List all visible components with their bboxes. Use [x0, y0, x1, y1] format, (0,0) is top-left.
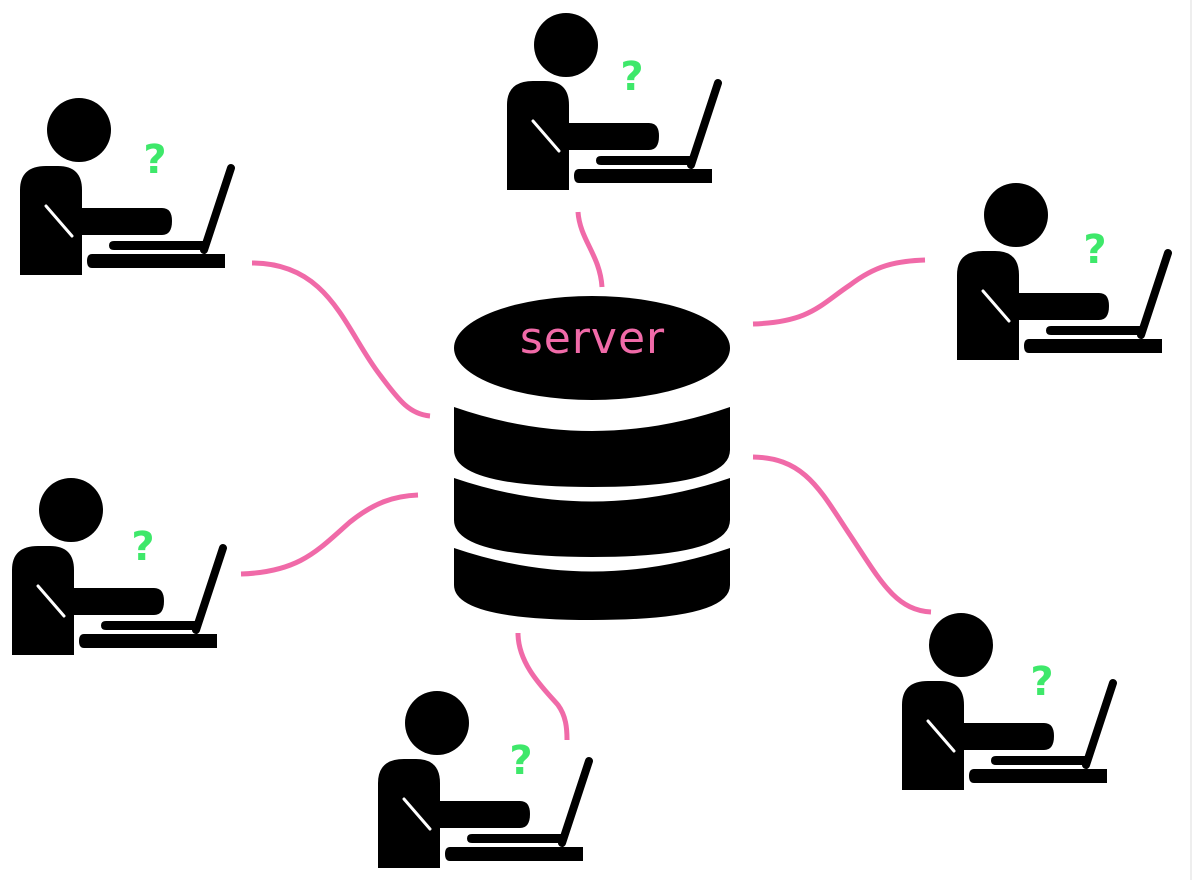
frame-edge: [1190, 0, 1192, 880]
question-mark-icon: ?: [509, 738, 533, 784]
client-bottom-right: ?: [892, 605, 1132, 805]
person-at-laptop-icon: [497, 5, 737, 205]
connector-bottom-center: [515, 632, 570, 741]
person-at-laptop-icon: [947, 175, 1187, 375]
client-right: ?: [947, 175, 1187, 375]
question-mark-icon: ?: [620, 54, 644, 100]
person-at-laptop-icon: [10, 90, 250, 290]
connector-top-left: [251, 260, 431, 419]
database-stack-icon: [454, 296, 730, 620]
question-mark-icon: ?: [143, 137, 167, 183]
person-at-laptop-icon: [368, 683, 608, 883]
client-left: ?: [2, 470, 242, 670]
server-label: server: [519, 313, 666, 364]
server-node: server: [450, 295, 735, 620]
client-top-left: ?: [10, 90, 250, 290]
person-at-laptop-icon: [892, 605, 1132, 805]
question-mark-icon: ?: [131, 524, 155, 570]
client-top-center: ?: [497, 5, 737, 205]
question-mark-icon: ?: [1083, 227, 1107, 273]
connector-left: [240, 492, 419, 577]
connector-right: [752, 257, 926, 327]
connector-top-center: [575, 211, 605, 288]
person-at-laptop-icon: [2, 470, 242, 670]
connector-bottom-right: [752, 454, 932, 615]
client-bottom-center: ?: [368, 683, 608, 883]
question-mark-icon: ?: [1030, 659, 1054, 705]
